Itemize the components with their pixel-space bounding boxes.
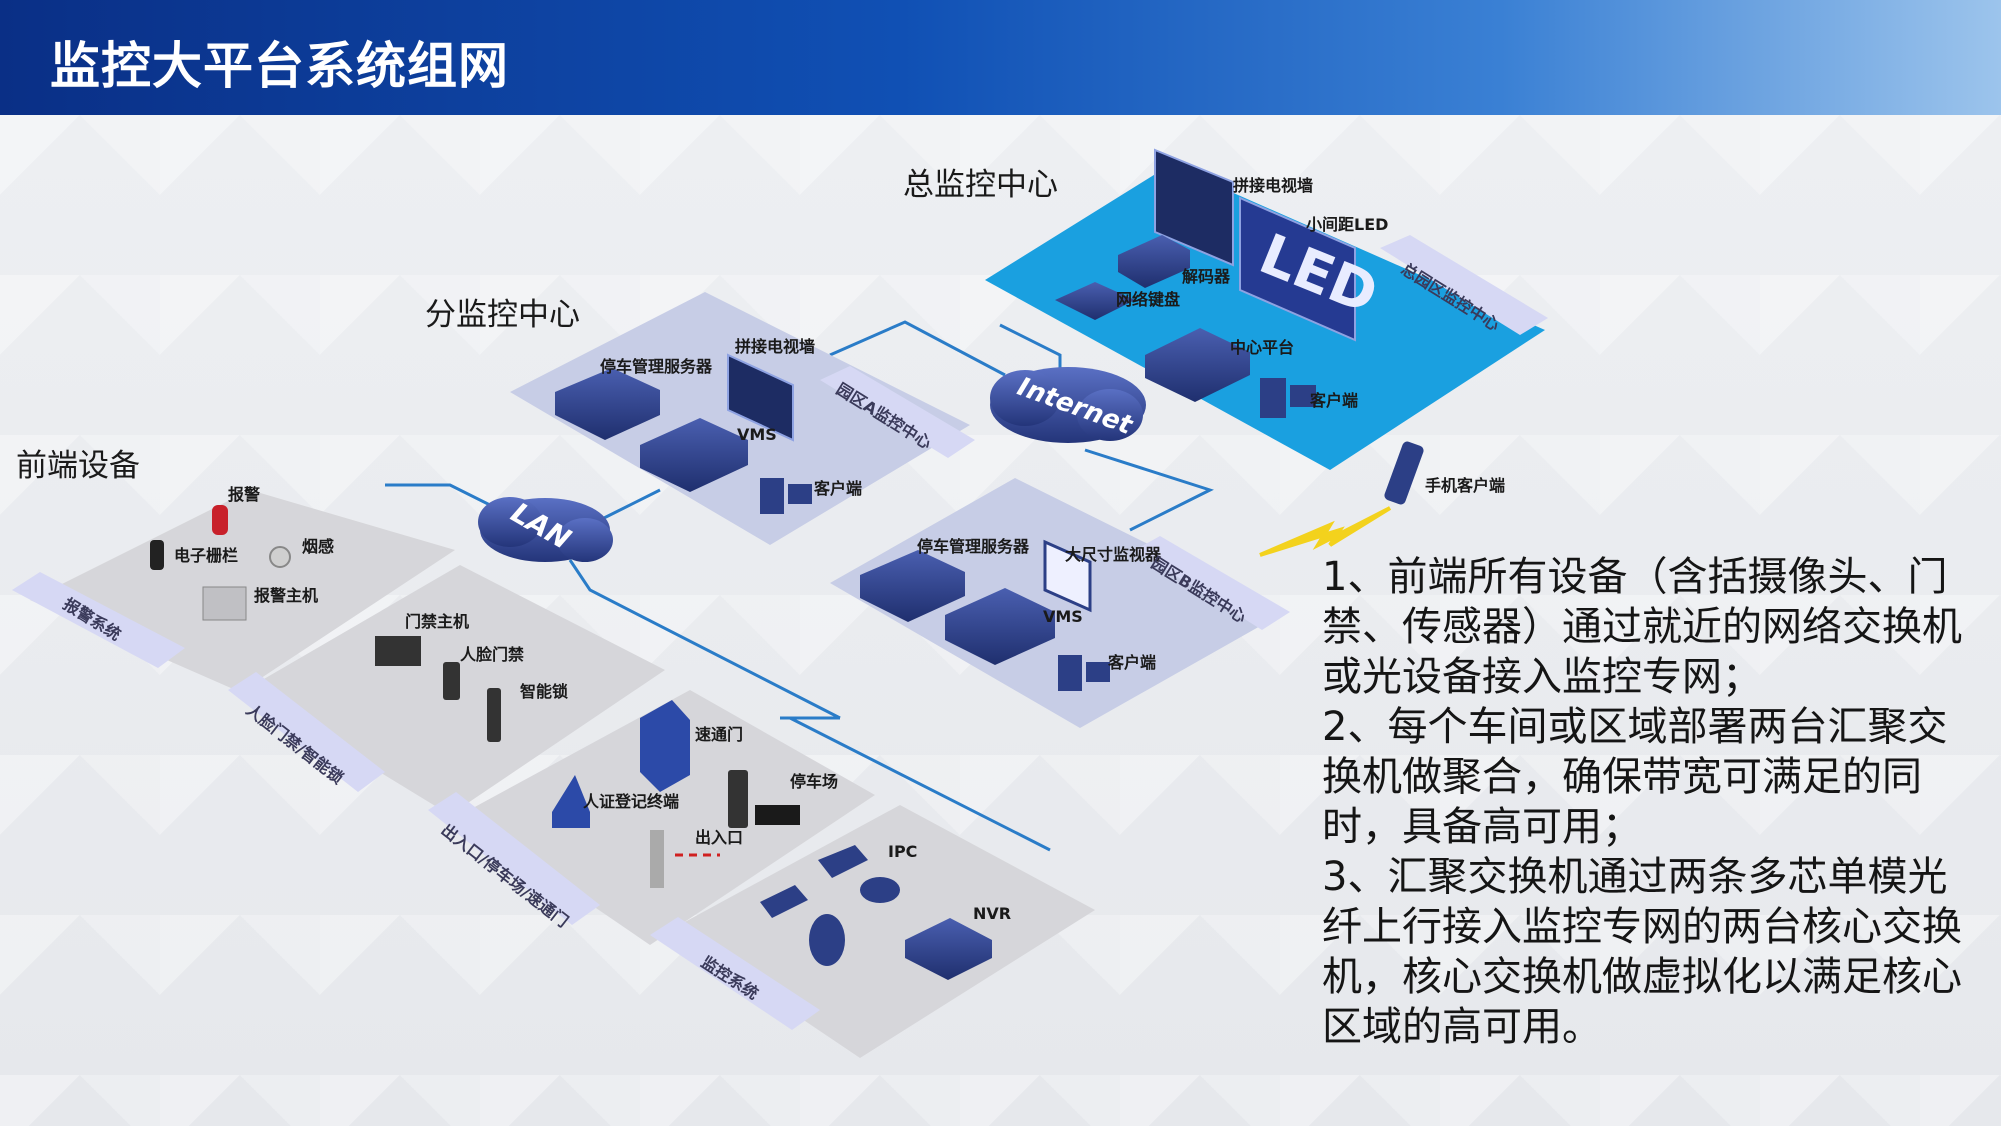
label-e-fence: 电子栅栏: [174, 546, 238, 565]
lan-cloud: LAN: [478, 496, 613, 562]
link-lan-down: [568, 559, 841, 720]
label-b-monitor: 大尺寸监视器: [1065, 545, 1162, 564]
label-face-door: 人脸门禁: [460, 645, 524, 664]
panel-main-center: [985, 165, 1545, 470]
tab-sub-b: [1135, 536, 1290, 630]
speed-gate-device: [640, 700, 690, 792]
parking-server-b: [860, 550, 965, 622]
smart-lock-device: [487, 688, 501, 742]
label-speed-gate: 速通门: [695, 725, 743, 744]
large-monitor-b: [1043, 539, 1092, 613]
tab-main: [1380, 235, 1548, 335]
alarm-light-device: [212, 505, 228, 535]
label-main-decoder: 解码器: [1182, 267, 1231, 286]
link-monitor: [789, 716, 1051, 852]
label-entrance: 出入口: [695, 828, 743, 847]
description-point-3: 3、汇聚交换机通过两条多芯单模光纤上行接入监控专网的两台核心交换机，核心交换机做…: [1322, 854, 1962, 1050]
panel-tabs: [12, 235, 1548, 1030]
video-wall-main: [1154, 148, 1234, 267]
label-smart-lock: 智能锁: [520, 682, 568, 701]
ipc-ptz-camera: [809, 914, 845, 966]
client-b-screen: [1086, 662, 1110, 682]
label-ipc: IPC: [888, 842, 917, 861]
description-text: 1、前端所有设备（含括摄像头、门禁、传感器）通过就近的网络交换机或光设备接入监控…: [1322, 552, 1982, 1052]
mobile-phone-device: [1384, 441, 1424, 505]
smoke-detector-device: [269, 546, 291, 568]
front-end-heading: 前端设备: [16, 448, 140, 484]
label-a-client: 客户端: [814, 479, 862, 498]
client-b-device: [1058, 655, 1082, 691]
link-internet-suba: [829, 320, 1006, 377]
label-id-terminal: 人证登记终端: [583, 792, 679, 811]
label-nvr: NVR: [973, 904, 1011, 923]
parking-display-device: [755, 805, 800, 825]
label-main-platform: 中心平台: [1230, 338, 1294, 357]
description-point-2: 2、每个车间或区域部署两台汇聚交换机做聚合，确保带宽可满足的同时，具备高可用；: [1322, 704, 1948, 850]
ipc-dome-camera: [860, 877, 900, 903]
panel-sub-a: [510, 292, 970, 545]
alarm-host-device: [202, 586, 247, 621]
network-links: [385, 320, 1214, 852]
label-main-client: 客户端: [1310, 391, 1358, 410]
label-smoke: 烟感: [302, 537, 334, 556]
tab-access: [228, 672, 385, 792]
label-main-video-wall: 拼接电视墙: [1233, 176, 1313, 195]
label-main-keyboard: 网络键盘: [1116, 290, 1180, 309]
sub-center-heading: 分监控中心: [425, 297, 580, 333]
tab-monitor: [650, 917, 820, 1030]
client-main-device: [1260, 378, 1286, 418]
label-a-vms: VMS: [737, 425, 777, 444]
label-b-parking: 停车管理服务器: [917, 537, 1030, 556]
led-screen: [1239, 196, 1356, 342]
nvr-device: [905, 918, 992, 980]
wireless-bolt: [1259, 506, 1392, 557]
ipc-camera-2: [760, 885, 808, 918]
client-a-device: [760, 478, 784, 514]
label-a-parking: 停车管理服务器: [600, 357, 713, 376]
page-title: 监控大平台系统组网: [50, 37, 509, 95]
label-b-vms: VMS: [1043, 607, 1083, 626]
video-wall-a: [727, 353, 794, 442]
tab-entrance: [428, 792, 600, 925]
label-door-host: 门禁主机: [405, 612, 469, 631]
label-a-video-wall: 拼接电视墙: [735, 337, 815, 356]
parking-gate-device: [728, 770, 748, 828]
decoder-device: [1118, 235, 1190, 288]
keyboard-device: [1055, 282, 1135, 320]
link-internet-subb: [1084, 448, 1214, 532]
e-fence-device: [150, 540, 164, 570]
label-b-client: 客户端: [1108, 653, 1156, 672]
vms-server-b: [945, 588, 1055, 665]
entrance-pole-device: [650, 830, 664, 888]
client-main-screen: [1290, 385, 1316, 407]
label-mobile-client: 手机客户端: [1425, 476, 1505, 495]
parking-server-a: [555, 368, 660, 440]
device-labels: 拼接电视墙 小间距LED 解码器 网络键盘 中心平台 客户端 手机客户端 停车管…: [174, 176, 1505, 923]
label-alarm-host: 报警主机: [254, 586, 318, 605]
tab-alarm: [12, 572, 185, 668]
door-host-device: [375, 636, 421, 666]
central-platform-device: [1145, 328, 1250, 402]
label-parking: 停车场: [790, 772, 838, 791]
client-a-screen: [788, 484, 812, 504]
tab-sub-a: [820, 366, 975, 458]
panel-sub-b: [830, 478, 1285, 728]
main-center-heading: 总监控中心: [903, 167, 1058, 203]
ipc-camera-1: [818, 845, 868, 878]
face-door-device: [443, 662, 460, 700]
label-alarm: 报警: [228, 485, 260, 504]
internet-cloud: Internet: [990, 367, 1146, 443]
id-terminal-device: [552, 775, 590, 828]
label-main-led: 小间距LED: [1306, 215, 1388, 234]
description-point-1: 1、前端所有设备（含括摄像头、门禁、传感器）通过就近的网络交换机或光设备接入监控…: [1322, 554, 1962, 700]
header-bar: 监控大平台系统组网: [0, 0, 2001, 115]
link-lan-suba: [599, 488, 661, 522]
vms-server-a: [640, 418, 748, 492]
